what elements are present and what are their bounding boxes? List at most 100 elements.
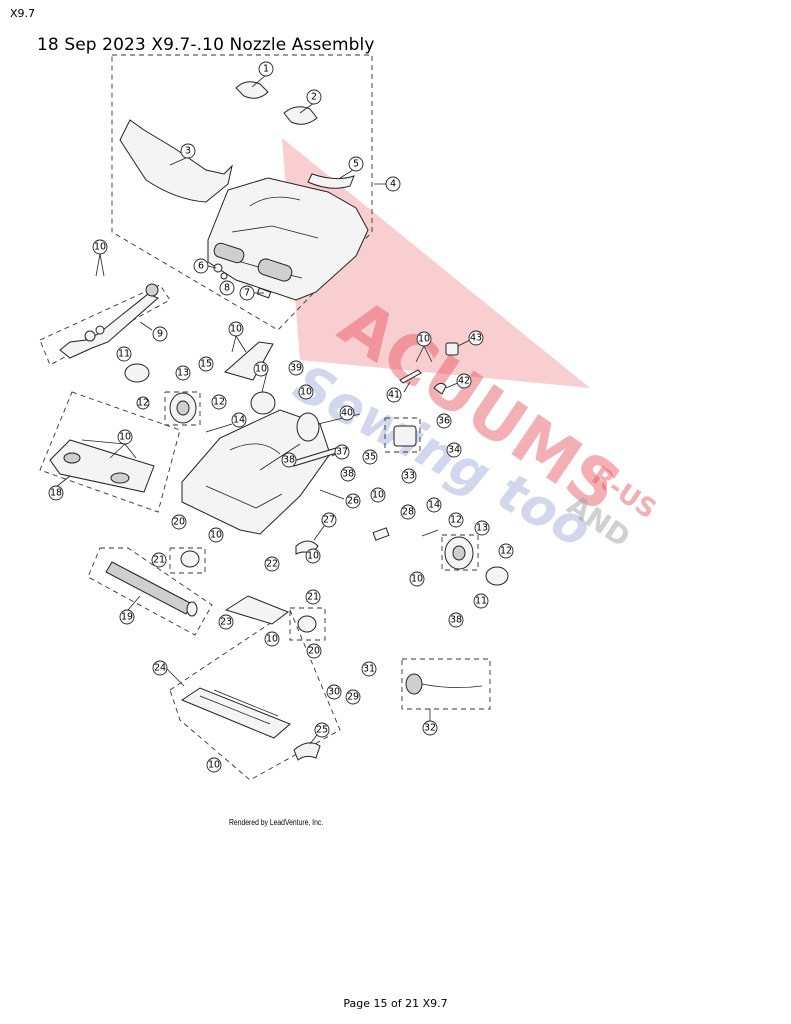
part-23-plate (224, 595, 290, 625)
svg-text:37: 37 (336, 447, 348, 458)
callout-42: 42 (456, 373, 472, 389)
leader-lines (55, 74, 475, 745)
callout-34: 34 (446, 442, 462, 458)
svg-text:10: 10 (418, 334, 430, 345)
callout-38c: 38 (448, 612, 464, 628)
svg-text:43: 43 (470, 333, 482, 344)
callout-12a: 12 (136, 396, 150, 410)
callout-24: 24 (152, 660, 168, 676)
part-5-lens (307, 173, 355, 189)
callout-6: 6 (193, 258, 209, 274)
callout-12c: 12 (448, 512, 464, 528)
part-18-rail (49, 439, 155, 493)
svg-text:10: 10 (230, 324, 242, 335)
parts (49, 81, 509, 761)
callout-43: 43 (468, 330, 484, 346)
callout-19: 19 (119, 609, 135, 625)
svg-text:10: 10 (208, 760, 220, 771)
callout-15: 15 (198, 356, 214, 372)
svg-text:13: 13 (476, 523, 488, 534)
svg-text:14: 14 (233, 415, 245, 426)
callout-10a: 10 (92, 239, 108, 255)
svg-text:10: 10 (119, 432, 131, 443)
svg-text:10: 10 (307, 551, 319, 562)
part-1-cap (235, 81, 269, 99)
svg-text:24: 24 (154, 663, 166, 674)
callout-2: 2 (306, 89, 322, 105)
svg-text:10: 10 (372, 490, 384, 501)
callout-30: 30 (326, 684, 342, 700)
svg-text:22: 22 (266, 559, 278, 570)
callout-22: 22 (264, 556, 280, 572)
svg-text:34: 34 (448, 445, 460, 456)
callout-5: 5 (348, 156, 364, 172)
svg-text:18: 18 (50, 488, 62, 499)
part-4-hood (207, 177, 369, 301)
svg-text:10: 10 (411, 574, 423, 585)
model-code: X9.7 (10, 7, 36, 20)
svg-text:5: 5 (353, 159, 359, 170)
render-credit: Rendered by LeadVenture, Inc. (229, 818, 324, 827)
svg-text:4: 4 (390, 179, 396, 190)
callout-1: 1 (258, 61, 274, 77)
part-19-brushroll (105, 561, 193, 615)
part-15-mount (223, 341, 274, 381)
svg-text:10: 10 (210, 530, 222, 541)
svg-text:10: 10 (266, 634, 278, 645)
svg-text:27: 27 (323, 515, 335, 526)
callout-10b: 10 (228, 321, 244, 337)
callout-7: 7 (239, 285, 255, 301)
svg-text:12: 12 (137, 398, 149, 409)
callout-41: 41 (386, 387, 402, 403)
svg-text:35: 35 (364, 452, 376, 463)
callout-39: 39 (288, 360, 304, 376)
svg-text:33: 33 (403, 471, 415, 482)
svg-text:28: 28 (402, 507, 414, 518)
callout-31: 31 (361, 661, 377, 677)
callout-3: 3 (180, 143, 196, 159)
svg-text:10: 10 (300, 387, 312, 398)
svg-text:23: 23 (220, 617, 232, 628)
svg-text:38: 38 (283, 455, 295, 466)
svg-text:41: 41 (388, 390, 400, 401)
svg-text:9: 9 (157, 329, 163, 340)
callout-10j: 10 (409, 571, 425, 587)
callout-11b: 11 (473, 593, 489, 609)
page-title: 18 Sep 2023 X9.7-.10 Nozzle Assembly (37, 35, 375, 55)
callout-29: 29 (345, 689, 361, 705)
callout-21b: 21 (305, 589, 321, 605)
callout-10g: 10 (370, 487, 386, 503)
svg-text:6: 6 (198, 261, 204, 272)
svg-text:12: 12 (213, 397, 225, 408)
svg-text:1: 1 (263, 64, 269, 75)
svg-text:40: 40 (341, 408, 353, 419)
svg-text:25: 25 (316, 725, 328, 736)
svg-text:21: 21 (153, 555, 165, 566)
callout-8: 8 (219, 280, 235, 296)
svg-text:10: 10 (255, 364, 267, 375)
part-9-shaft (59, 293, 159, 359)
callout-20b: 20 (306, 643, 322, 659)
svg-text:38: 38 (342, 469, 354, 480)
watermark-triangle (282, 138, 590, 388)
svg-text:15: 15 (200, 359, 212, 370)
callout-14a: 14 (231, 412, 247, 428)
callout-27: 27 (321, 512, 337, 528)
callout-4: 4 (385, 176, 401, 192)
callout-33: 33 (401, 468, 417, 484)
callout-25: 25 (314, 722, 330, 738)
part-3-bumper (119, 119, 233, 203)
svg-text:19: 19 (121, 612, 133, 623)
callout-12d: 12 (498, 543, 514, 559)
page-number: Page 15 of 21 X9.7 (343, 997, 448, 1010)
svg-text:32: 32 (424, 723, 436, 734)
svg-text:11: 11 (475, 596, 487, 607)
svg-text:11: 11 (118, 349, 130, 360)
callout-38b: 38 (340, 466, 356, 482)
callout-10k: 10 (264, 631, 280, 647)
part-24-baseplate (180, 687, 291, 739)
svg-text:26: 26 (347, 496, 359, 507)
part-26-base (181, 409, 331, 535)
svg-text:12: 12 (500, 546, 512, 557)
callout-35: 35 (362, 449, 378, 465)
